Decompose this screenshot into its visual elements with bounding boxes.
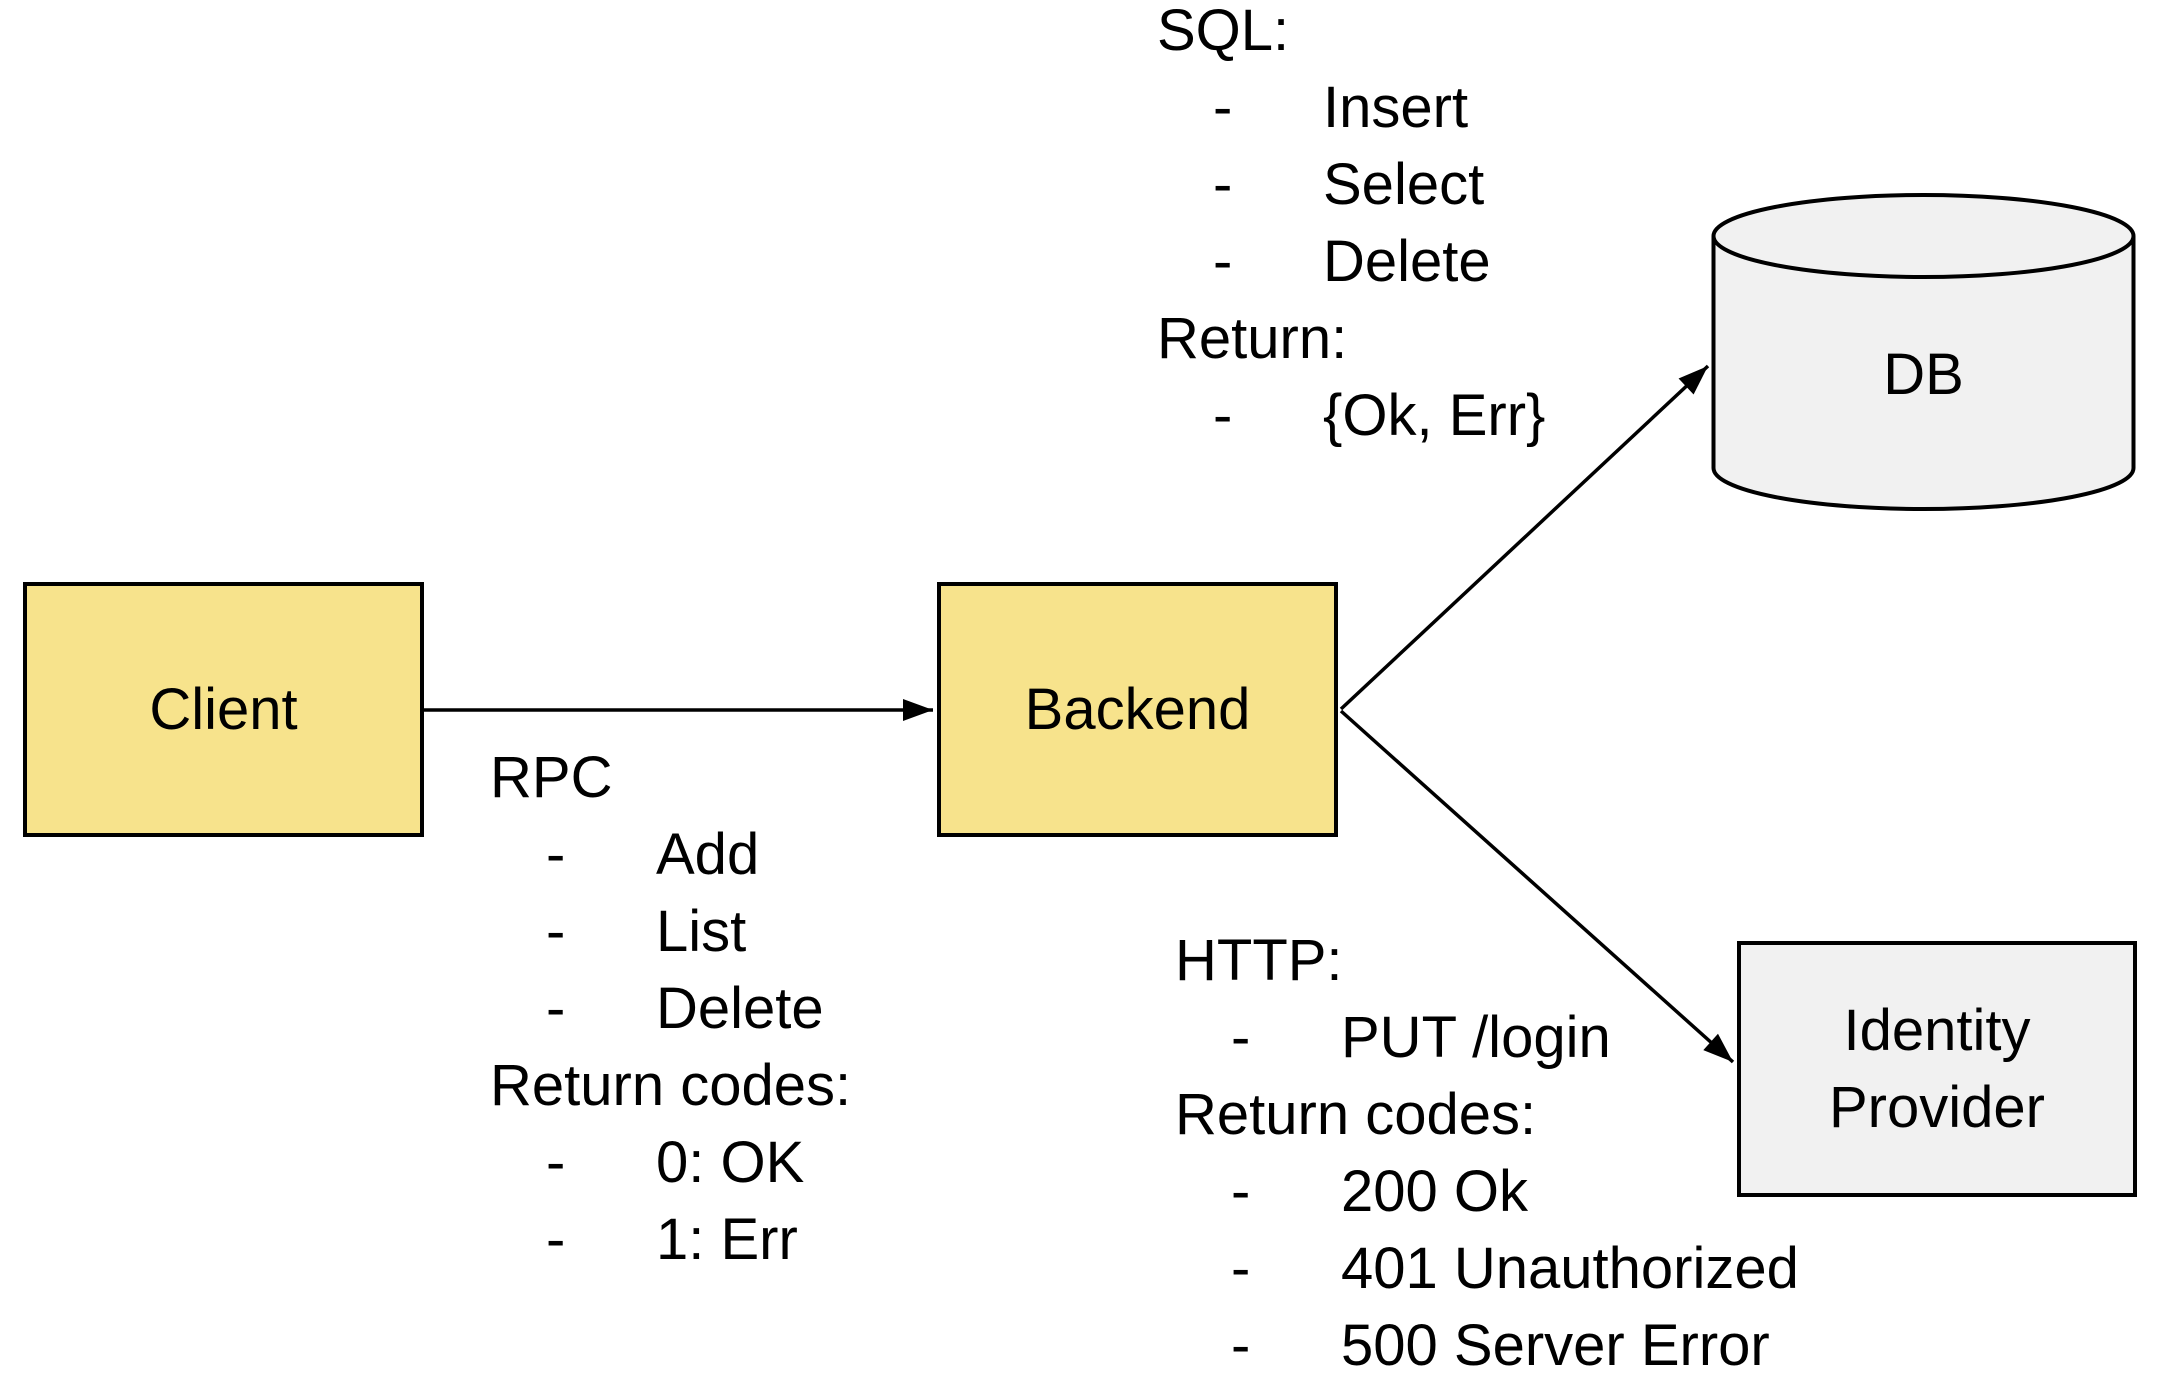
sql-item: - Delete [1157,223,1545,300]
list-dash: - [1213,229,1233,294]
sql-annotation: SQL: - Insert - Select - Delete Return: - {O… [1157,0,1545,454]
sql-return-heading: Return: [1157,306,1348,371]
list-dash: - [546,899,566,964]
rpc-item: - List [490,893,851,970]
sql-item-text: Delete [1323,229,1491,294]
http-return-heading: Return codes: [1175,1082,1537,1147]
backend-node-label: Backend [1024,677,1251,742]
list-dash: - [546,1207,566,1272]
rpc-item: - Add [490,816,851,893]
db-cylinder-body [1711,236,2136,511]
list-dash: - [546,1130,566,1195]
rpc-item-text: 1: Err [656,1207,798,1272]
sql-item-text: {Ok, Err} [1323,383,1546,448]
http-heading: HTTP: [1175,928,1343,993]
rpc-item-text: Add [656,822,760,887]
rpc-item-text: Delete [656,976,824,1041]
identity-provider-label-line2: Provider [1829,1075,2045,1140]
http-item: - 500 Server Error [1175,1307,1799,1384]
http-item: - 200 Ok [1175,1153,1799,1230]
list-dash: - [1231,1159,1251,1224]
http-item: - 401 Unauthorized [1175,1230,1799,1307]
http-item-text: 401 Unauthorized [1341,1236,1799,1301]
rpc-item: - Delete [490,970,851,1047]
http-item-text: 500 Server Error [1341,1313,1770,1378]
client-node-label: Client [149,677,298,742]
http-item: - PUT /login [1175,999,1799,1076]
sql-item: - {Ok, Err} [1157,377,1545,454]
list-dash: - [1231,1313,1251,1378]
rpc-item-text: List [656,899,747,964]
identity-provider-label-line1: Identity [1843,998,2031,1063]
list-dash: - [1213,75,1233,140]
db-node-label: DB [1883,342,1964,407]
db-cylinder-shape [1711,193,2136,511]
list-dash: - [1231,1236,1251,1301]
list-dash: - [546,976,566,1041]
client-node: Client [23,582,424,837]
sql-item: - Select [1157,146,1545,223]
list-dash: - [1231,1005,1251,1070]
sql-item: - Insert [1157,69,1545,146]
rpc-item-text: 0: OK [656,1130,805,1195]
rpc-return-heading: Return codes: [490,1053,852,1118]
rpc-heading: RPC [490,745,613,810]
http-annotation: HTTP: -PUT /login Return codes: -200 Ok … [1175,922,1799,1384]
list-dash: - [1213,152,1233,217]
sql-item-text: Select [1323,152,1485,217]
backend-node: Backend [937,582,1338,837]
list-dash: - [546,822,566,887]
http-item-text: PUT /login [1341,1005,1611,1070]
sql-heading: SQL: [1157,0,1290,63]
db-cylinder-top [1711,193,2136,279]
rpc-annotation: RPC - Add - List - Delete Return codes: - 0:… [490,739,851,1278]
identity-provider-node: Identity Provider [1737,941,2137,1197]
http-item-text: 200 Ok [1341,1159,1528,1224]
list-dash: - [1213,383,1233,448]
rpc-item: - 1: Err [490,1201,851,1278]
rpc-item: - 0: OK [490,1124,851,1201]
sql-item-text: Insert [1323,75,1469,140]
